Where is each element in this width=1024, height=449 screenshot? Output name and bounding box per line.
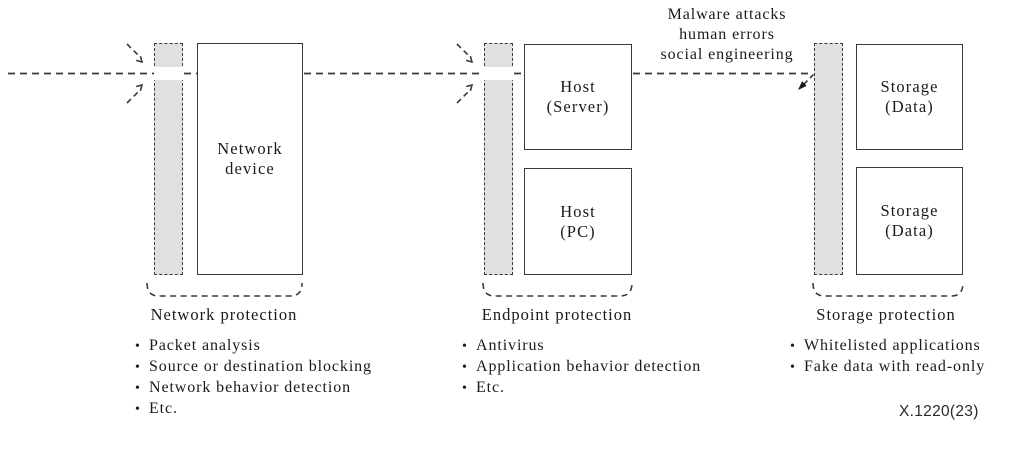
bullet-text: Whitelisted applications: [804, 337, 981, 354]
bullet-text: Etc.: [476, 379, 505, 396]
blocked-arrowhead-icon: [135, 55, 144, 64]
bullet-icon: •: [462, 360, 468, 375]
bullet-text: Packet analysis: [149, 337, 261, 354]
list-item: • Etc.: [462, 378, 701, 399]
bullet-icon: •: [462, 381, 468, 396]
network-device-label-line1: Network: [217, 139, 283, 158]
host-server-label-line1: Host: [560, 77, 596, 96]
network-barrier-bar: [154, 43, 183, 275]
list-item: • Network behavior detection: [135, 378, 372, 399]
underbrace-storage: [812, 282, 964, 297]
bullet-text: Antivirus: [476, 337, 545, 354]
bullet-text: Application behavior detection: [476, 358, 702, 375]
bullet-list-endpoint: • Antivirus • Application behavior detec…: [462, 336, 701, 399]
blocked-attack-arrows-endpoint-icon: [456, 43, 474, 104]
bullet-list-network: • Packet analysis • Source or destinatio…: [135, 336, 372, 420]
underbrace-endpoint: [482, 282, 633, 297]
blocked-attack-arrows-network-icon: [126, 43, 144, 104]
endpoint-barrier-bar: [484, 43, 513, 275]
list-item: • Fake data with read-only: [790, 357, 985, 378]
network-device-label-line2: device: [225, 159, 275, 178]
bullet-icon: •: [135, 339, 141, 354]
bullet-icon: •: [135, 402, 141, 417]
bullet-text: Network behavior detection: [149, 379, 352, 396]
deflected-arrowhead-icon: [798, 81, 807, 90]
blocked-arrow-shaft: [456, 43, 469, 56]
blocked-arrow-shaft: [456, 91, 469, 104]
threat-label-line3: social engineering: [660, 46, 794, 63]
list-item: • Source or destination blocking: [135, 357, 372, 378]
figure-designation: X.1220(23): [899, 403, 979, 420]
blocked-arrow-shaft: [126, 43, 139, 56]
section-label-network: Network protection: [150, 305, 298, 324]
list-item: • Etc.: [135, 399, 372, 420]
host-pc-box: Host (PC): [524, 168, 632, 275]
bullet-text: Fake data with read-only: [804, 358, 986, 375]
list-item: • Application behavior detection: [462, 357, 701, 378]
endpoint-barrier-gap: [482, 67, 515, 80]
threat-label-line2: human errors: [679, 26, 775, 43]
storage-bottom-label-line2: (Data): [885, 221, 934, 240]
blocked-arrow-shaft: [126, 91, 139, 104]
bullet-text: Etc.: [149, 400, 178, 417]
section-label-endpoint: Endpoint protection: [481, 305, 633, 324]
underbrace-network: [146, 282, 303, 297]
list-item: • Antivirus: [462, 336, 701, 357]
blocked-arrowhead-icon: [465, 55, 474, 64]
list-item: • Packet analysis: [135, 336, 372, 357]
storage-barrier-bar: [814, 43, 843, 275]
deflected-attack-arrow-icon: [798, 73, 815, 90]
storage-top-box: Storage (Data): [856, 44, 963, 150]
bullet-list-storage: • Whitelisted applications • Fake data w…: [790, 336, 985, 378]
blocked-arrowhead-icon: [135, 83, 144, 92]
host-server-box: Host (Server): [524, 44, 632, 150]
list-item: • Whitelisted applications: [790, 336, 985, 357]
bullet-icon: •: [462, 339, 468, 354]
storage-top-label-line2: (Data): [885, 97, 934, 116]
bullet-icon: •: [790, 339, 796, 354]
network-barrier-gap: [152, 67, 185, 80]
deflected-arrow-shaft: [803, 73, 815, 85]
host-pc-label-line2: (PC): [560, 221, 596, 241]
section-label-storage: Storage protection: [816, 305, 956, 324]
host-pc-label-line1: Host: [560, 201, 596, 221]
bullet-icon: •: [135, 360, 141, 375]
bullet-text: Source or destination blocking: [149, 358, 372, 375]
network-device-box: Network device: [197, 43, 303, 275]
host-server-label-line2: (Server): [546, 97, 610, 116]
blocked-arrowhead-icon: [465, 83, 474, 92]
storage-bottom-box: Storage (Data): [856, 167, 963, 275]
bullet-icon: •: [135, 381, 141, 396]
storage-bottom-label-line1: Storage: [880, 201, 939, 220]
storage-top-label-line1: Storage: [880, 77, 939, 96]
bullet-icon: •: [790, 360, 796, 375]
threat-label-line1: Malware attacks: [667, 6, 787, 23]
threat-label: Malware attacks human errors social engi…: [635, 5, 819, 65]
